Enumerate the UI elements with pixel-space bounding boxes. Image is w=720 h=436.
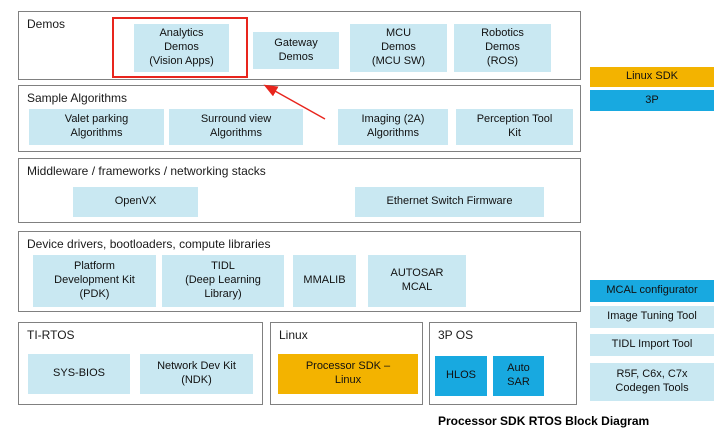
sample-algorithms-container: Sample Algorithms Valet parking Algorith… xyxy=(18,85,581,152)
middleware-label: Middleware / frameworks / networking sta… xyxy=(27,164,266,178)
third-party-os-container: 3P OS HLOS Auto SAR xyxy=(429,322,577,405)
imaging-2a-block: Imaging (2A) Algorithms xyxy=(338,109,448,145)
sys-bios-block: SYS-BIOS xyxy=(28,354,130,394)
analytics-demos-block: Analytics Demos (Vision Apps) xyxy=(134,24,229,72)
mmalib-block: MMALIB xyxy=(293,255,356,307)
third-party-box: 3P xyxy=(590,90,714,111)
middleware-container: Middleware / frameworks / networking sta… xyxy=(18,158,581,223)
autosar-mcal-block: AUTOSAR MCAL xyxy=(368,255,466,307)
ti-rtos-container: TI-RTOS SYS-BIOS Network Dev Kit (NDK) xyxy=(18,322,263,405)
ethernet-switch-firmware-block: Ethernet Switch Firmware xyxy=(355,187,544,217)
gateway-demos-block: Gateway Demos xyxy=(253,32,339,69)
mcal-configurator-box: MCAL configurator xyxy=(590,280,714,302)
third-party-os-label: 3P OS xyxy=(438,328,474,342)
processor-sdk-linux-block: Processor SDK – Linux xyxy=(278,354,418,394)
linux-container: Linux Processor SDK – Linux xyxy=(270,322,423,405)
surround-view-block: Surround view Algorithms xyxy=(169,109,303,145)
robotics-demos-block: Robotics Demos (ROS) xyxy=(454,24,551,72)
linux-sdk-box: Linux SDK xyxy=(590,67,714,87)
image-tuning-tool-box: Image Tuning Tool xyxy=(590,306,714,328)
hlos-block: HLOS xyxy=(435,356,487,396)
valet-parking-block: Valet parking Algorithms xyxy=(29,109,164,145)
sample-algorithms-label: Sample Algorithms xyxy=(27,91,128,105)
ti-rtos-label: TI-RTOS xyxy=(27,328,75,342)
demos-label: Demos xyxy=(27,17,66,31)
highlight-rectangle xyxy=(112,17,248,78)
device-drivers-label: Device drivers, bootloaders, compute lib… xyxy=(27,237,271,251)
autosar-3p-block: Auto SAR xyxy=(493,356,544,396)
pdk-block: Platform Development Kit (PDK) xyxy=(33,255,156,307)
codegen-tools-box: R5F, C6x, C7x Codegen Tools xyxy=(590,363,714,401)
linux-label: Linux xyxy=(279,328,308,342)
tidl-block: TIDL (Deep Learning Library) xyxy=(162,255,284,307)
ndk-block: Network Dev Kit (NDK) xyxy=(140,354,253,394)
device-drivers-container: Device drivers, bootloaders, compute lib… xyxy=(18,231,581,312)
mcu-demos-block: MCU Demos (MCU SW) xyxy=(350,24,447,72)
tidl-import-tool-box: TIDL Import Tool xyxy=(590,334,714,356)
demos-container: Demos Analytics Demos (Vision Apps) Gate… xyxy=(18,11,581,80)
openvx-block: OpenVX xyxy=(73,187,198,217)
diagram-caption: Processor SDK RTOS Block Diagram xyxy=(438,414,650,428)
perception-toolkit-block: Perception Tool Kit xyxy=(456,109,573,145)
